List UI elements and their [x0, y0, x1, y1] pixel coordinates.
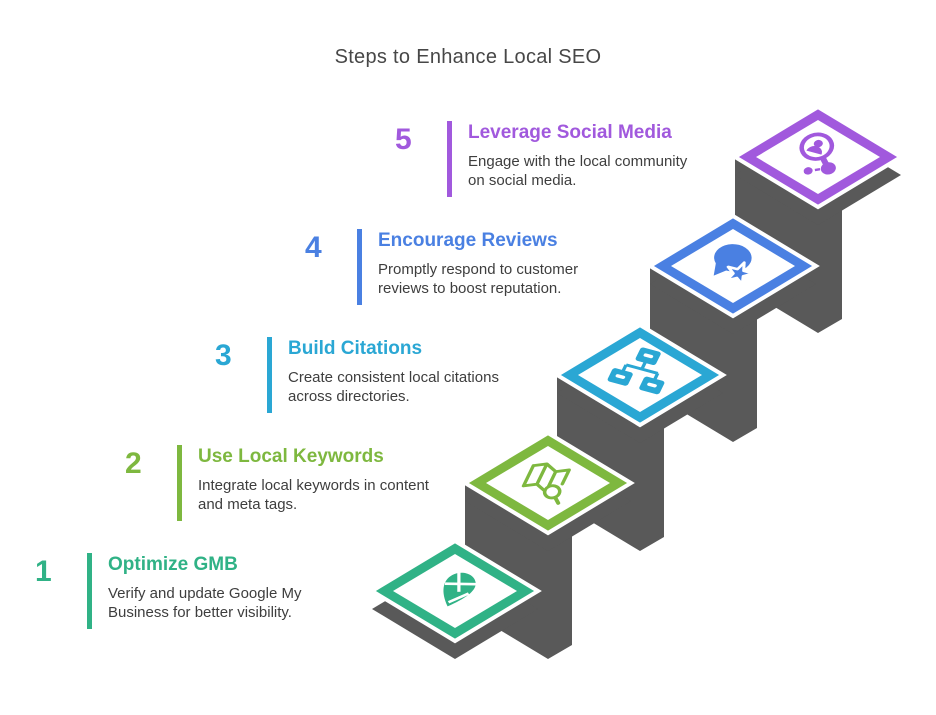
step-diamond-face: [486, 446, 610, 520]
step-diamond-face: [756, 120, 880, 194]
step-accent-bar: [177, 445, 182, 521]
step-item-2: 2 Use Local Keywords Integrate local key…: [125, 445, 450, 521]
step-title: Build Citations: [288, 338, 423, 359]
sitemap-icon: [607, 347, 665, 395]
step-title: Optimize GMB: [108, 554, 238, 575]
step-number: 3: [215, 339, 232, 372]
page-title: Steps to Enhance Local SEO: [334, 46, 602, 68]
step-item-5: 5 Leverage Social Media Engage with the …: [395, 121, 696, 197]
step-accent-bar: [267, 337, 272, 413]
step-title: Use Local Keywords: [198, 446, 384, 467]
step-description: Integrate local keywords in content and …: [198, 477, 429, 513]
step-accent-bar: [87, 553, 92, 629]
map-search-icon: [521, 462, 571, 505]
step-description: Promptly respond to customer reviews to …: [378, 261, 579, 297]
social-user-search-icon: [799, 132, 836, 175]
step-accent-bar: [447, 121, 452, 197]
step-diamond-face: [578, 338, 702, 412]
map-pin-icon: [443, 572, 477, 607]
step-description: Verify and update Google My Business for…: [108, 585, 302, 621]
step-item-1: 1 Optimize GMB Verify and update Google …: [35, 553, 314, 629]
step-number: 1: [35, 555, 52, 588]
step-description: Engage with the local community on socia…: [468, 153, 688, 189]
step-item-4: 4 Encourage Reviews Promptly respond to …: [305, 229, 594, 305]
step-number: 4: [305, 231, 322, 264]
stair-step-4: [646, 213, 820, 442]
stair-step-1: [368, 538, 542, 659]
step-item-3: 3 Build Citations Create consistent loca…: [215, 337, 528, 413]
step-accent-bar: [357, 229, 362, 305]
step-number: 5: [395, 123, 412, 156]
step-title: Leverage Social Media: [468, 122, 672, 143]
step-title: Encourage Reviews: [378, 230, 558, 251]
step-description: Create consistent local citations across…: [288, 369, 499, 405]
step-number: 2: [125, 447, 142, 480]
review-bubble-star-icon: [713, 244, 755, 286]
